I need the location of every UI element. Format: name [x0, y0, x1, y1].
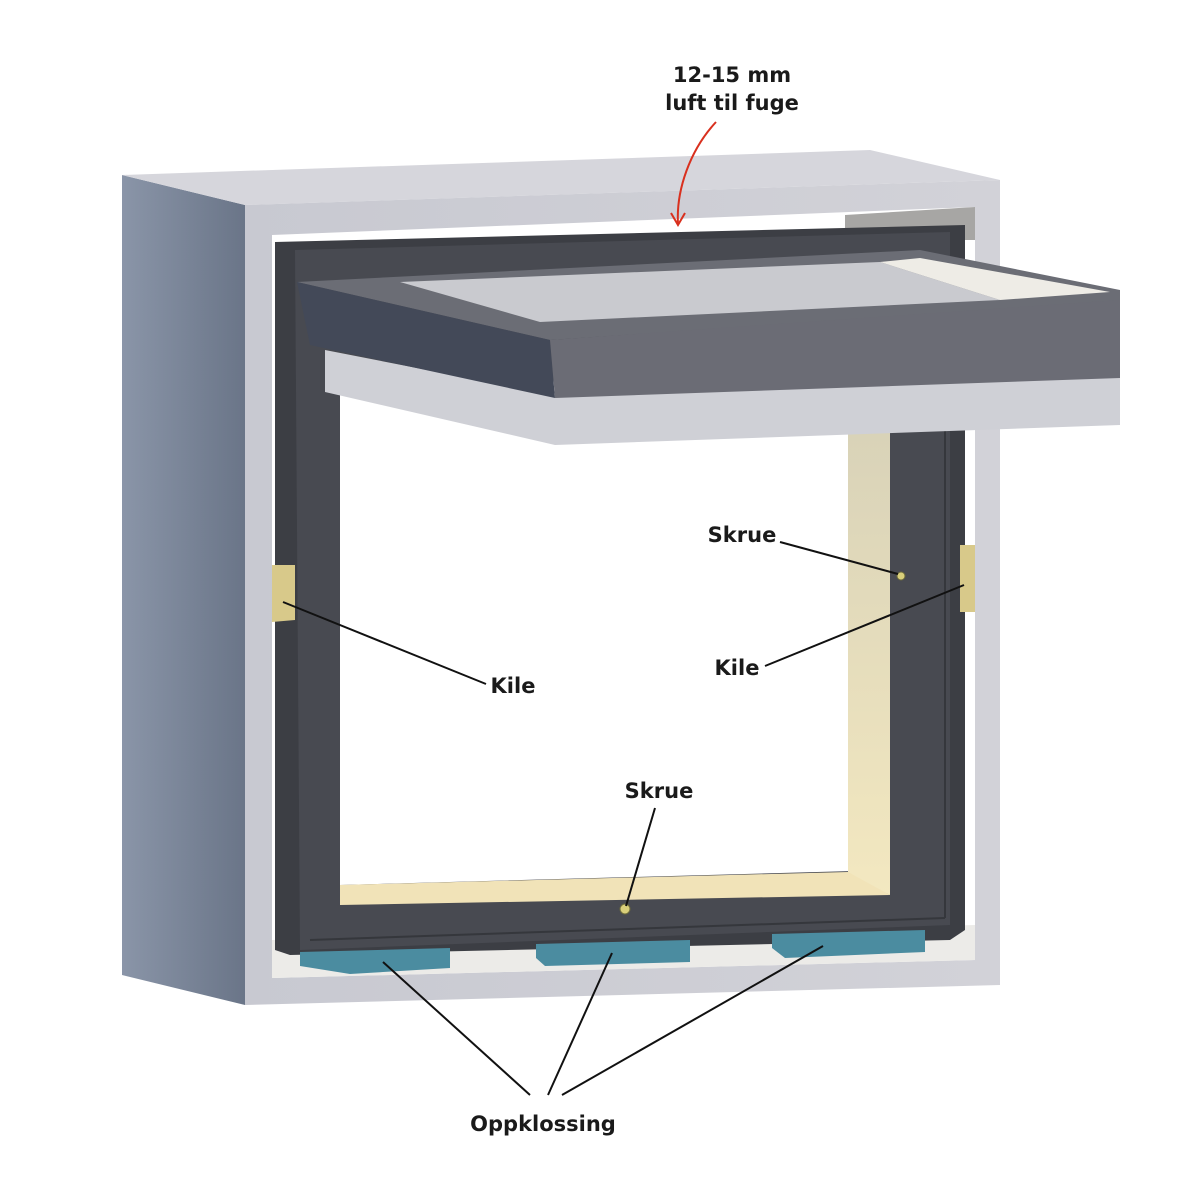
leader-wedge-right — [764, 584, 965, 667]
screw-side-icon — [896, 571, 906, 581]
leader-wedge-left — [282, 601, 487, 685]
label-blocking: Oppklossing — [470, 1112, 616, 1136]
wedge-left — [272, 565, 295, 622]
gap-arrow — [676, 121, 717, 225]
leader-screw-bottom — [625, 807, 656, 907]
block-pad — [536, 940, 690, 966]
sash-glass-edge — [880, 258, 1110, 300]
reveal-right — [848, 418, 890, 895]
sash-front-face — [550, 300, 1120, 398]
block-pad — [772, 930, 925, 958]
leader-screw-side — [779, 541, 899, 575]
screw-bottom-icon — [619, 903, 631, 915]
leader-block-3 — [561, 945, 824, 1096]
block-pad — [300, 948, 450, 974]
gap-arrow-head-icon — [670, 212, 686, 227]
gap-label-line2: luft til fuge — [665, 91, 799, 115]
leader-block-2 — [547, 952, 613, 1096]
blocking-pads — [300, 930, 925, 974]
label-wedge-left: Kile — [491, 674, 536, 698]
label-screw-bottom: Skrue — [625, 779, 694, 803]
frame-opening — [340, 380, 890, 885]
wall-top-face — [122, 150, 1000, 205]
sash-under-band — [325, 350, 1120, 445]
open-sash — [297, 250, 1120, 445]
reveal-bottom — [340, 872, 890, 905]
sash-glass — [400, 262, 1000, 322]
label-wedge-right: Kile — [715, 656, 760, 680]
wedge-right — [960, 545, 975, 612]
label-screw-side: Skrue — [708, 523, 777, 547]
frame-groove — [309, 917, 946, 941]
sash-left-face — [297, 282, 555, 398]
wall-side-face — [122, 175, 245, 1005]
gap-label-line1: 12-15 mm — [673, 63, 791, 87]
leader-block-1 — [382, 961, 531, 1096]
